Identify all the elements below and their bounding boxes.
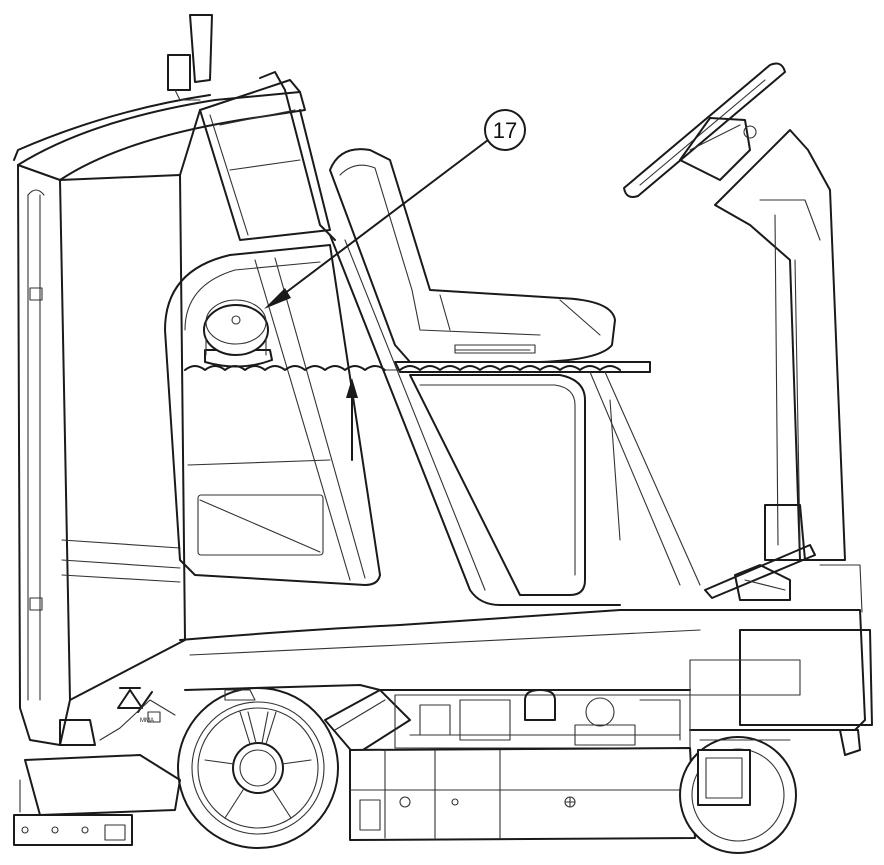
brush-deck (349, 747, 696, 841)
callout-17: 17 (264, 109, 526, 309)
rear-body (13, 91, 306, 746)
squeegee-assembly (13, 699, 181, 846)
operator-seat (329, 148, 651, 373)
steering-wheel (623, 62, 786, 198)
vacuum-motor (203, 299, 273, 368)
beacon-post (167, 14, 213, 101)
front-wheel (679, 736, 797, 854)
rear-wheel (177, 687, 339, 849)
pedals (704, 544, 816, 601)
recess-panel (164, 244, 381, 586)
steering-column (714, 129, 846, 561)
water-level-line (184, 365, 621, 371)
level-arrow (346, 378, 358, 461)
callout-number: 17 (493, 118, 517, 143)
chassis (179, 564, 873, 756)
warning-label: MMA (117, 687, 161, 724)
tank-cover (179, 71, 336, 241)
seat-support (329, 234, 701, 606)
hoses (224, 689, 411, 756)
warning-label-text: MMA (140, 718, 154, 724)
drive-mechanism (394, 689, 691, 749)
